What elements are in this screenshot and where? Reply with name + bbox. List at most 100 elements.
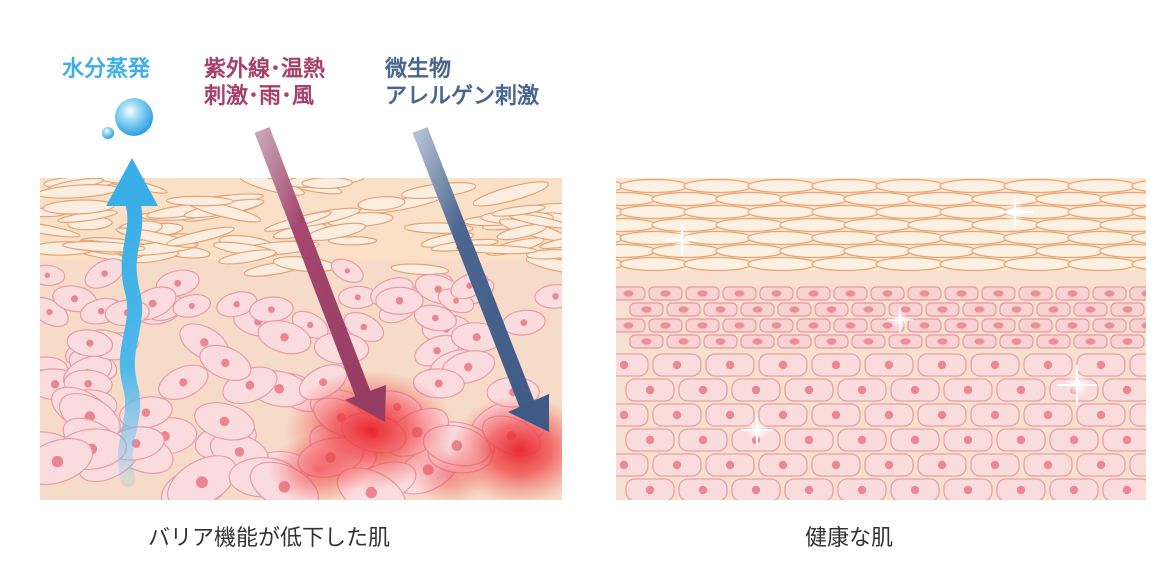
cell-nucleus	[993, 290, 1004, 297]
cell-nucleus	[734, 322, 745, 329]
horny-cell	[651, 191, 721, 207]
allergen-stimulus-label-line1: 微生物	[385, 57, 452, 82]
horny-cell	[715, 243, 785, 259]
horny-cell	[1131, 180, 1146, 192]
horny-cell	[971, 243, 1041, 259]
cell-nucleus	[1085, 338, 1096, 345]
cell-nucleus	[434, 379, 443, 388]
skin-cell	[1129, 286, 1146, 301]
cell-nucleus	[884, 360, 894, 370]
cell-nucleus	[937, 460, 947, 470]
cell-nucleus	[882, 290, 893, 297]
horny-cell	[1067, 178, 1137, 194]
cell-nucleus	[188, 302, 195, 309]
horny-flake	[301, 178, 353, 190]
cell-nucleus	[1067, 290, 1078, 297]
cell-nucleus	[1067, 322, 1078, 329]
horny-cell	[811, 178, 881, 194]
horny-flake	[166, 226, 235, 247]
cell-nucleus	[86, 339, 94, 347]
cell-nucleus	[1122, 485, 1132, 495]
cell-nucleus	[900, 338, 911, 345]
cell-nucleus	[698, 485, 708, 495]
horny-cell	[907, 217, 977, 233]
sparkles	[666, 194, 1097, 446]
skin-cell	[1129, 453, 1146, 477]
cell-nucleus	[268, 306, 275, 314]
cell-nucleus	[884, 460, 894, 470]
cell-nucleus	[831, 360, 841, 370]
horny-cell	[875, 256, 945, 272]
skin-cell	[1129, 353, 1146, 377]
cell-nucleus	[623, 322, 634, 329]
cell-nucleus	[51, 455, 64, 468]
horny-cell	[616, 207, 625, 217]
cell-nucleus	[234, 447, 245, 457]
horny-cell	[939, 178, 1009, 194]
cell-nucleus	[937, 338, 948, 345]
allergen-stimulus-arrow	[412, 127, 549, 432]
horny-cell	[616, 243, 657, 259]
cell-nucleus	[725, 460, 735, 470]
cell-nucleus	[1096, 410, 1106, 420]
cell-nucleus	[148, 299, 157, 308]
cell-nucleus	[660, 290, 671, 297]
cell-nucleus	[789, 338, 800, 345]
cell-nucleus	[990, 460, 1000, 470]
horny-cell	[1003, 230, 1073, 246]
cell-nucleus	[963, 385, 973, 395]
cell-nucleus	[678, 338, 689, 345]
horny-cell	[1131, 232, 1146, 244]
healthy-skin-panel	[616, 178, 1146, 500]
horny-cell	[747, 178, 817, 194]
cell-nucleus	[698, 435, 708, 445]
cell-nucleus	[1011, 338, 1022, 345]
horny-cell	[971, 191, 1041, 207]
cell-nucleus	[645, 385, 655, 395]
horny-cell	[747, 204, 817, 220]
skin-cell	[616, 403, 649, 427]
cell-nucleus	[771, 290, 782, 297]
cell-nucleus	[433, 347, 441, 355]
evaporation-label-text: 水分蒸発	[62, 57, 151, 82]
cell-nucleus	[831, 460, 841, 470]
cell-nucleus	[715, 306, 726, 313]
cell-nucleus	[1016, 485, 1026, 495]
cell-nucleus	[919, 290, 930, 297]
cell-nucleus	[752, 338, 763, 345]
horny-cell	[1003, 256, 1073, 272]
cell-nucleus	[734, 290, 745, 297]
horny-cell	[843, 191, 913, 207]
cell-nucleus	[919, 322, 930, 329]
cell-nucleus	[1016, 385, 1026, 395]
horny-cell	[875, 204, 945, 220]
cell-nucleus	[466, 282, 473, 289]
cell-nucleus	[1030, 290, 1041, 297]
cell-nucleus	[937, 360, 947, 370]
cell-nucleus	[804, 435, 814, 445]
cell-nucleus	[910, 385, 920, 395]
cell-nucleus	[857, 485, 867, 495]
cell-nucleus	[715, 338, 726, 345]
cell-nucleus	[307, 321, 314, 328]
cell-nucleus	[1069, 435, 1079, 445]
horny-flake	[491, 204, 546, 217]
cell-nucleus	[520, 319, 528, 327]
cell-nucleus	[672, 410, 682, 420]
cell-nucleus	[645, 435, 655, 445]
cell-nucleus	[1104, 290, 1115, 297]
cell-nucleus	[863, 338, 874, 345]
cell-nucleus	[619, 360, 629, 370]
healthy-skin-caption: 健康な肌	[805, 526, 894, 551]
cell-nucleus	[71, 295, 79, 303]
horny-cell	[715, 217, 785, 233]
cell-nucleus	[963, 435, 973, 445]
cell-nucleus	[660, 322, 671, 329]
horny-cell	[683, 230, 753, 246]
horny-cell	[1067, 204, 1137, 220]
cell-nucleus	[179, 378, 188, 387]
cell-nucleus	[884, 410, 894, 420]
cell-nucleus	[910, 435, 920, 445]
horny-cell	[616, 233, 625, 243]
cell-nucleus	[751, 385, 761, 395]
